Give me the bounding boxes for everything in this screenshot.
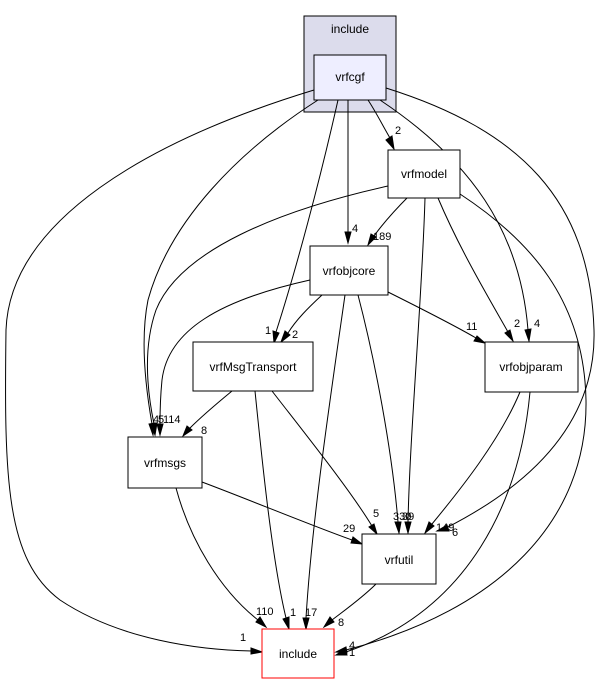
edge-label-model-util: 39 (402, 511, 414, 523)
edge-vrfcgf-vrfutil (385, 87, 595, 529)
arrow-util-e (423, 521, 435, 535)
edge-vrfcgf-vrfMsgTransport (275, 99, 339, 333)
edge-vrfmsgs-include (175, 487, 259, 621)
node-box (313, 54, 387, 101)
node-vrfobjcore[interactable]: vrfobjcore (309, 245, 389, 296)
node-box (484, 341, 579, 393)
edge-label-cgf-util: 6 (452, 527, 458, 539)
node-vrfcgf[interactable]: vrfcgf (313, 54, 387, 101)
node-vrfMsgTransport[interactable]: vrfMsgTransport (192, 341, 314, 392)
node-box (192, 341, 314, 392)
edge-label-objcore-include: 17 (305, 607, 317, 619)
node-vrfutil[interactable]: vrfutil (361, 533, 437, 585)
node-box (261, 628, 335, 679)
edge-label-objcore-objparam: 11 (466, 321, 477, 333)
node-label: vrfobjcore (323, 264, 376, 278)
arrow-msgs-b (150, 422, 158, 437)
edge-vrfMsgTransport-include (254, 390, 287, 619)
arrow-include-g (322, 616, 335, 629)
edge-vrfmodel-vrfobjparam (437, 197, 509, 333)
arrow-util-f (350, 536, 364, 545)
node-box (387, 149, 461, 199)
node-vrfobjparam[interactable]: vrfobjparam (484, 341, 579, 393)
arrow-transport-a (272, 330, 280, 345)
arrow-include-f (255, 616, 268, 629)
edge-vrfobjcore-vrfMsgTransport (287, 294, 323, 334)
edge-label-transport-util: 5 (373, 508, 379, 520)
edge-label-model-msgs: 5 (158, 414, 164, 426)
arrow-util-d (368, 523, 378, 536)
edge-label-model-include: 4 (349, 640, 355, 652)
node-vrfmodel[interactable]: vrfmodel (387, 149, 461, 199)
node-label: vrfmodel (401, 167, 447, 181)
edge-vrfobjcore-vrfobjparam (387, 291, 477, 339)
edge-vrfmodel-vrfmsgs (146, 185, 389, 425)
edge-label-util-include: 8 (338, 617, 344, 629)
arrow-objparam-c (473, 335, 487, 344)
edge-label-cgf-transport: 1 (265, 325, 271, 337)
node-label: vrfutil (385, 553, 414, 567)
edge-label-cgf-objcore: 4 (352, 223, 358, 235)
edge-vrfutil-include (331, 583, 377, 621)
arrow-objparam-a (524, 328, 532, 343)
arrow-include-d (282, 616, 290, 631)
edge-vrfcgf-include (5, 89, 315, 652)
edge-label-cgf-include: 1 (240, 632, 246, 644)
edge-label-transport-include: 1 (290, 607, 296, 619)
node-box (361, 533, 437, 585)
edge-vrfobjparam-vrfutil (431, 391, 521, 525)
edge-vrfobjcore-include (305, 294, 346, 619)
arrow-vrfobjcore-a (344, 231, 352, 245)
arrow-objcore-b (367, 233, 377, 247)
arrow-vrfmodel (385, 135, 395, 151)
node-box (127, 436, 203, 489)
arrow-objparam-b (504, 329, 514, 343)
edge-vrfobjparam-include (345, 391, 531, 653)
edge-vrfmsgs-vrfutil (201, 481, 353, 541)
arrow-include-c (302, 617, 310, 631)
arrow-include-a (250, 647, 264, 655)
edge-label-objparam-include: 1 (349, 647, 355, 659)
edge-vrfcgf-vrfobjparam (379, 99, 529, 331)
node-label: include (279, 647, 317, 661)
edge-vrfcgf-vrfmsgs (143, 99, 319, 425)
edge-vrfmodel-include (345, 193, 587, 651)
edge-vrfmodel-vrfobjcore (373, 196, 409, 237)
edge-label-msgs-util: 29 (343, 523, 355, 535)
arrow-msgs-c (156, 423, 164, 437)
edge-vrfmodel-vrfutil (407, 197, 426, 523)
node-include-external[interactable]: include (261, 628, 335, 679)
edge-vrfobjcore-vrfutil (357, 294, 399, 523)
node-box (309, 245, 389, 296)
arrow-msgs-d (181, 425, 193, 438)
arrow-util-b (404, 521, 412, 535)
arrow-include-e (334, 648, 348, 656)
edge-label-objparam-util: 149 (436, 522, 454, 534)
edge-label-msgs-include: 110 (256, 606, 274, 618)
edge-label-cgf-model: 2 (395, 125, 401, 137)
edges: 2 4 1 4 4 6 1 189 5 (5, 87, 595, 659)
edge-label-objcore-transport: 2 (292, 329, 298, 341)
cluster-label: include (331, 22, 369, 36)
edge-vrfcgf-vrfmodel (367, 99, 391, 139)
node-label: vrfMsgTransport (210, 360, 298, 374)
edge-label-objcore-util: 330 (393, 511, 411, 523)
edge-label-model-objcore: 189 (373, 231, 391, 243)
edge-label-transport-msgs: 8 (201, 425, 207, 437)
edge-vrfMsgTransport-vrfutil (271, 390, 373, 527)
edge-label-model-objparam: 2 (514, 318, 520, 330)
edge-vrfMsgTransport-vrfmsgs (189, 390, 233, 429)
edge-label-cgf-msgs: 4 (153, 414, 159, 426)
node-vrfmsgs[interactable]: vrfmsgs (127, 436, 203, 489)
edge-label-objcore-msgs: 114 (163, 414, 181, 426)
node-label: vrfcgf (335, 70, 365, 84)
node-label: vrfmsgs (144, 456, 186, 470)
arrow-util-a (435, 524, 450, 532)
node-label: vrfobjparam (499, 360, 562, 374)
edge-label-cgf-objparam: 4 (534, 318, 540, 330)
arrow-util-c (394, 521, 402, 535)
edge-vrfobjcore-vrfmsgs (159, 279, 311, 425)
arrow-transport-b (279, 330, 291, 344)
